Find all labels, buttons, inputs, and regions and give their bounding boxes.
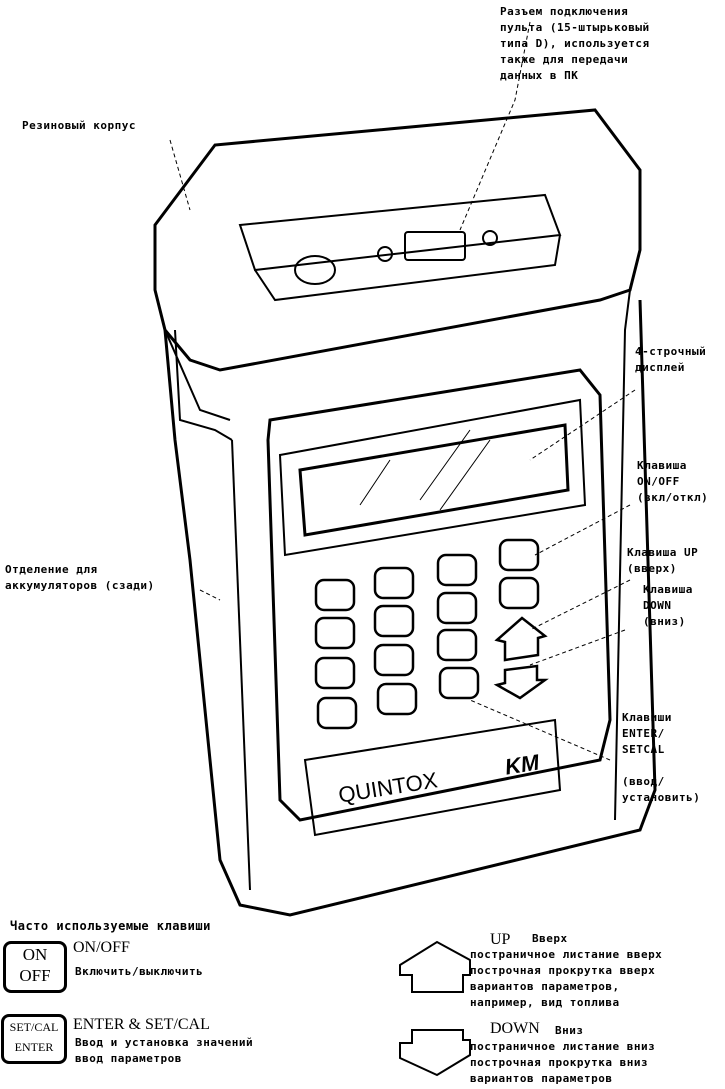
- up-arrow-key[interactable]: [494, 616, 548, 662]
- up-short: Вверх: [532, 932, 568, 945]
- up-desc: постраничное листание вверх построчная п…: [470, 948, 663, 1009]
- key-label-top: SET/CAL: [9, 1020, 59, 1034]
- down-short: Вниз: [555, 1024, 584, 1037]
- key-label-top: ON: [22, 945, 48, 964]
- front-panel: [266, 368, 612, 822]
- enter-desc-callout: (ввод/ установить): [622, 775, 701, 804]
- enter-key[interactable]: [438, 666, 480, 700]
- display-callout: 4-строчный дисплей: [635, 345, 707, 374]
- up-callout: Клавиша UP (вверх): [627, 546, 699, 575]
- enter-key-icon: SET/CAL ENTER: [1, 1014, 67, 1064]
- onoff-desc: Включить/выключить: [75, 965, 204, 978]
- device-body: [163, 289, 657, 917]
- onoff-key-icon: ON OFF: [3, 941, 67, 993]
- rubber-case-top: [153, 108, 642, 421]
- up-name: UP: [490, 931, 511, 948]
- lcd-display: [298, 423, 570, 537]
- leader-lines: [169, 21, 636, 761]
- onoff-callout: Клавиша ON/OFF (вкл/откл): [637, 459, 709, 504]
- onoff-name: ON/OFF: [73, 939, 130, 956]
- down-arrow-key[interactable]: [493, 664, 549, 700]
- display-bezel: [278, 398, 587, 557]
- connector-callout: Разъем подключения пульта (15-штырьковый…: [500, 5, 650, 82]
- down-callout: Клавиша DOWN (вниз): [643, 583, 693, 628]
- down-arrow-icon: [399, 1029, 471, 1077]
- down-desc: постраничное листание вниз построчная пр…: [470, 1040, 656, 1085]
- onoff-key[interactable]: [498, 538, 540, 572]
- brand-panel: [303, 718, 562, 837]
- port-icon: [294, 255, 336, 285]
- enter-desc: Ввод и установка значений ввод параметро…: [75, 1036, 254, 1065]
- key-label-bottom: OFF: [19, 966, 51, 985]
- rubber-case-callout: Резиновый корпус: [22, 119, 136, 132]
- enter-callout: Клавиши ENTER/ SETCAL: [622, 711, 672, 756]
- down-name: DOWN: [490, 1020, 540, 1037]
- keypad: [314, 538, 549, 730]
- dsub-connector-icon: [404, 231, 466, 261]
- battery-callout: Отделение для аккумуляторов (сзади): [5, 563, 155, 592]
- brand-logo: KM: [503, 749, 541, 780]
- key-label-bottom: ENTER: [14, 1040, 54, 1054]
- enter-name: ENTER & SET/CAL: [73, 1016, 210, 1033]
- up-arrow-icon: [399, 940, 471, 993]
- legend-title: Часто используемые клавиши: [10, 919, 211, 933]
